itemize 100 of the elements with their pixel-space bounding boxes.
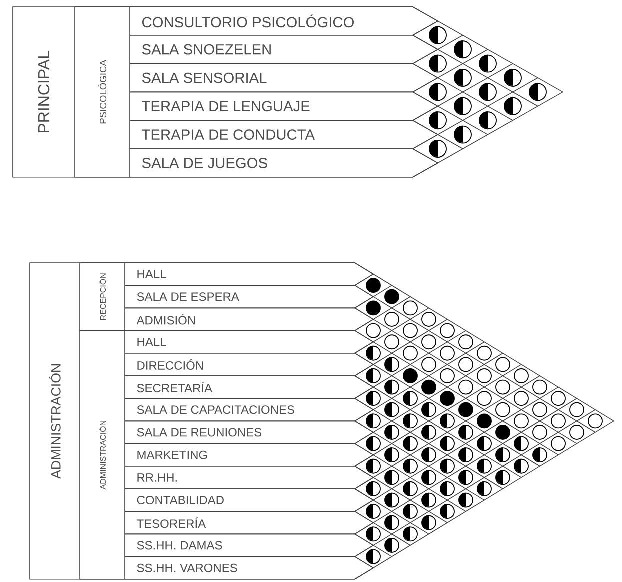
half-filled-circle-symbol (479, 112, 497, 130)
room-row: ADMISIÓN (124, 308, 374, 332)
empty-circle-symbol (477, 346, 492, 361)
subcategory-label: ADMINISTRACIÓN (80, 330, 126, 580)
half-filled-circle-symbol (384, 357, 400, 372)
half-filled-circle-symbol (504, 69, 522, 87)
half-filled-circle-symbol (454, 40, 472, 59)
half-filled-circle-symbol (479, 54, 497, 73)
filled-circle-symbol (403, 368, 418, 384)
half-filled-circle-symbol (532, 448, 548, 463)
half-filled-circle-symbol (429, 112, 447, 130)
empty-circle-symbol (551, 391, 566, 406)
room-row: TERAPIA DE LENGUAJE (130, 92, 439, 121)
half-filled-circle-symbol (422, 492, 436, 508)
room-row: SECRETARÍA (124, 376, 374, 399)
half-filled-circle-symbol (440, 414, 455, 429)
half-filled-circle-symbol (514, 436, 529, 452)
half-filled-circle-symbol (454, 69, 472, 87)
half-filled-circle-symbol (422, 470, 436, 486)
subcategory-label: RECEPCIÓN (80, 262, 126, 332)
half-filled-circle-symbol (496, 470, 510, 486)
half-filled-circle-symbol (429, 83, 447, 102)
filled-circle-symbol (366, 278, 381, 294)
half-filled-circle-symbol (422, 402, 436, 418)
half-filled-circle-symbol (422, 515, 436, 530)
empty-circle-symbol (496, 402, 510, 418)
half-filled-circle-symbol (403, 391, 418, 406)
empty-circle-symbol (477, 391, 492, 406)
empty-circle-symbol (514, 414, 529, 429)
filled-circle-symbol (496, 425, 510, 440)
subcategory-label: PSICOLÓGICA (74, 6, 130, 178)
half-filled-circle-symbol (366, 346, 381, 361)
half-filled-circle-symbol (366, 482, 381, 496)
half-filled-circle-symbol (529, 83, 547, 102)
half-filled-circle-symbol (479, 83, 497, 102)
half-filled-circle-symbol (440, 482, 455, 496)
half-filled-circle-symbol (440, 436, 455, 452)
empty-circle-symbol (440, 323, 455, 338)
half-filled-circle-symbol (477, 436, 492, 452)
half-filled-circle-symbol (384, 402, 400, 418)
room-row: SALA DE CAPACITACIONES (124, 398, 374, 422)
empty-circle-symbol (514, 368, 529, 384)
room-row: SALA SENSORIAL (130, 63, 439, 93)
half-filled-circle-symbol (514, 458, 529, 474)
empty-circle-symbol (422, 312, 436, 327)
half-filled-circle-symbol (403, 458, 418, 474)
half-filled-circle-symbol (422, 448, 436, 463)
half-filled-circle-symbol (403, 482, 418, 496)
half-filled-circle-symbol (384, 515, 400, 530)
half-filled-circle-symbol (458, 448, 474, 463)
room-row: CONTABILIDAD (124, 488, 374, 512)
room-row: HALL (124, 262, 374, 286)
empty-circle-symbol (532, 402, 548, 418)
empty-circle-symbol (422, 357, 436, 372)
empty-circle-symbol (458, 357, 474, 372)
empty-circle-symbol (496, 357, 510, 372)
room-row: SALA DE REUNIONES (124, 420, 374, 444)
room-row: HALL (124, 330, 374, 354)
half-filled-circle-symbol (403, 504, 418, 520)
room-row: SS.HH. VARONES (124, 556, 374, 580)
half-filled-circle-symbol (429, 26, 447, 44)
empty-circle-symbol (403, 323, 418, 338)
half-filled-circle-symbol (504, 97, 522, 116)
half-filled-circle-symbol (458, 492, 474, 508)
empty-circle-symbol (458, 334, 474, 350)
half-filled-circle-symbol (366, 526, 381, 542)
half-filled-circle-symbol (384, 448, 400, 463)
half-filled-circle-symbol (384, 380, 400, 395)
half-filled-circle-symbol (384, 470, 400, 486)
half-filled-circle-symbol (366, 436, 381, 452)
filled-circle-symbol (458, 402, 474, 418)
empty-circle-symbol (570, 402, 584, 418)
filled-circle-symbol (366, 300, 381, 316)
room-row: MARKETING (124, 443, 374, 467)
half-filled-circle-symbol (384, 538, 400, 553)
empty-circle-symbol (403, 300, 418, 316)
half-filled-circle-symbol (366, 458, 381, 474)
empty-circle-symbol (570, 425, 584, 440)
half-filled-circle-symbol (403, 526, 418, 542)
empty-circle-symbol (496, 380, 510, 395)
half-filled-circle-symbol (384, 492, 400, 508)
empty-circle-symbol (440, 346, 455, 361)
room-row: SALA DE JUEGOS (130, 148, 439, 178)
half-filled-circle-symbol (454, 126, 472, 144)
empty-circle-symbol (384, 312, 400, 327)
half-filled-circle-symbol (440, 504, 455, 520)
empty-circle-symbol (422, 334, 436, 350)
filled-circle-symbol (477, 414, 492, 429)
room-row: TESORERÍA (124, 511, 374, 535)
room-row: DIRECCIÓN (124, 353, 374, 376)
half-filled-circle-symbol (384, 425, 400, 440)
half-filled-circle-symbol (366, 549, 381, 564)
room-row: SS.HH. DAMAS (124, 534, 374, 558)
room-row: RR.HH. (124, 466, 374, 490)
half-filled-circle-symbol (422, 425, 436, 440)
empty-circle-symbol (532, 380, 548, 395)
half-filled-circle-symbol (403, 436, 418, 452)
empty-circle-symbol (366, 323, 381, 338)
half-filled-circle-symbol (366, 504, 381, 520)
half-filled-circle-symbol (429, 54, 447, 73)
